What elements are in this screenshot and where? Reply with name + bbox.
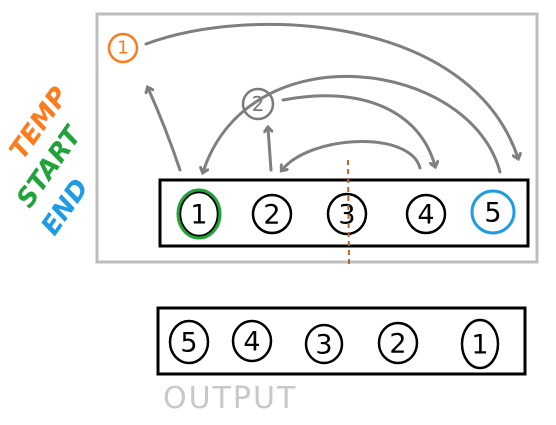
swap-arrows: [144, 22, 518, 172]
input-value: 5: [484, 198, 501, 229]
output-value: 5: [180, 328, 197, 359]
arrow-second-to-temp2: [268, 128, 271, 172]
input-item: 5: [470, 189, 516, 235]
arrow-fourth-to-second: [282, 140, 422, 170]
output-item: 4: [231, 319, 273, 363]
input-value: 4: [417, 200, 434, 231]
output-item: 3: [304, 323, 344, 365]
temp-node-label: 1: [117, 38, 128, 59]
output-array-box: [156, 306, 527, 376]
input-value: 3: [338, 200, 355, 231]
output-array: 5 4 3 2 1: [168, 318, 500, 370]
output-value: 3: [315, 330, 332, 361]
output-item: 5: [168, 319, 210, 365]
output-value: 2: [389, 329, 406, 360]
input-item: 4: [405, 193, 447, 235]
input-value: 2: [263, 200, 280, 231]
input-array: 1 2 3 4 5: [176, 188, 516, 240]
input-item: 3: [326, 192, 368, 236]
input-item: 2: [251, 193, 293, 235]
temp-node: 1: [107, 32, 139, 64]
arrow-temp-to-last: [144, 22, 518, 158]
arrow-last-to-first: [203, 74, 502, 172]
output-item: 2: [377, 321, 419, 365]
input-value: 1: [190, 200, 207, 231]
swap-frame: [95, 12, 539, 264]
output-value: 1: [471, 330, 488, 361]
arrow-first-to-temp: [148, 88, 182, 172]
output-item: 1: [460, 318, 500, 370]
input-array-box: [158, 178, 530, 248]
output-label: OUTPUT: [163, 381, 297, 416]
output-value: 4: [243, 327, 260, 358]
arrow-temp2-to-fourth: [281, 94, 435, 166]
input-item: 1: [176, 188, 222, 240]
